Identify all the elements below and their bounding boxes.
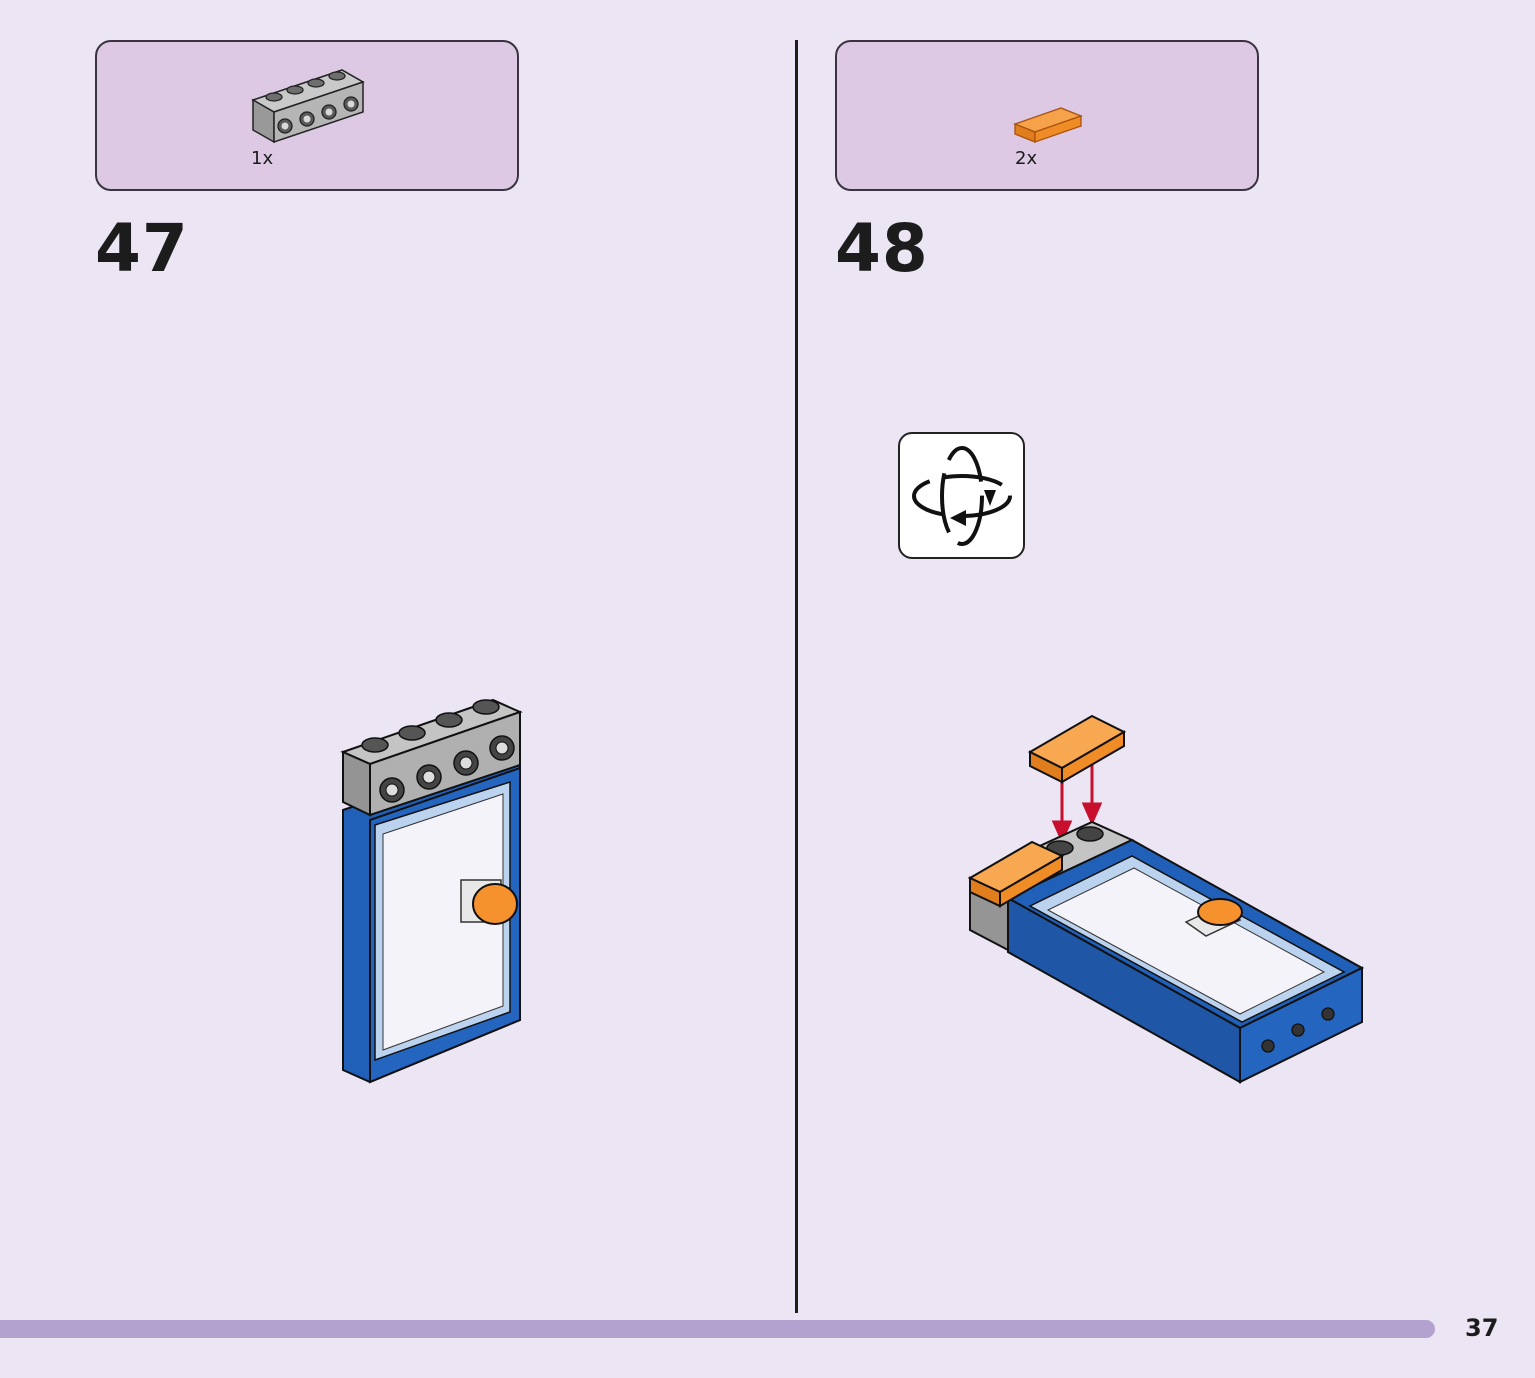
page-divider [795, 40, 798, 1313]
page-number: 37 [1465, 1314, 1499, 1342]
parts-list-step-47: 1x [95, 40, 519, 191]
rotate-model-icon [912, 446, 1012, 546]
flat-blue-frame-with-orange-tiles-icon [967, 714, 1365, 1084]
rotate-model-callout [898, 432, 1025, 559]
orange-1x2-tile-icon [1013, 107, 1083, 143]
gray-1x4-brick-with-side-studs-icon [251, 69, 365, 144]
step-number: 47 [95, 210, 189, 287]
parts-list-step-48: 2x [835, 40, 1259, 191]
upright-blue-frame-with-gray-brick-top-icon [340, 698, 523, 1084]
part-count: 1x [251, 148, 274, 169]
part-count: 2x [1015, 148, 1038, 169]
progress-bar [0, 1320, 1435, 1338]
step-number: 48 [835, 210, 929, 287]
